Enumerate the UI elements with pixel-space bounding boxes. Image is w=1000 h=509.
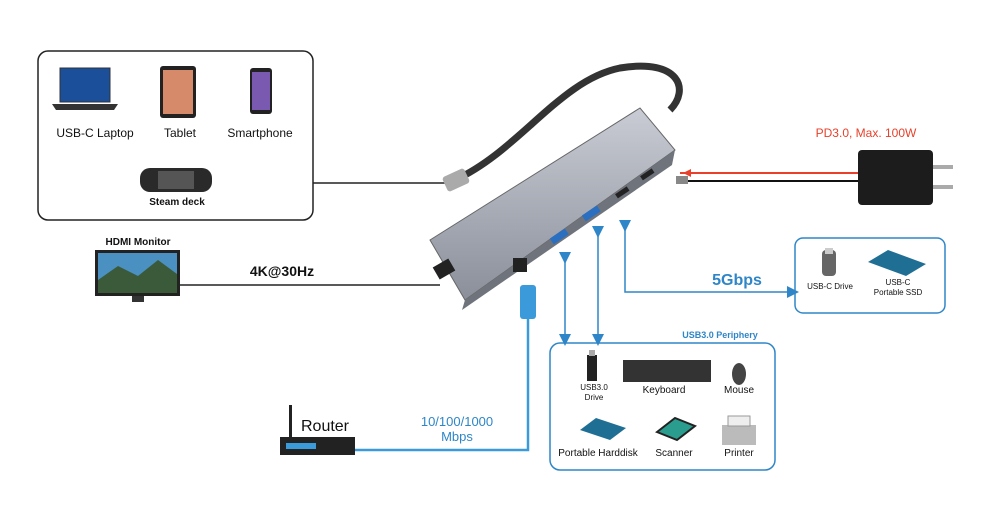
label-5gbps: 5Gbps <box>712 272 762 289</box>
usb-c-cable <box>453 62 683 184</box>
ethernet-speed-line1: 10/100/1000 <box>420 414 494 429</box>
mouse-icon <box>732 363 746 385</box>
laptop-icon <box>52 67 118 110</box>
scanner-icon <box>655 416 697 442</box>
source-devices-box <box>37 50 314 221</box>
label-scanner: Scanner <box>655 448 693 459</box>
usb-c-hub <box>429 107 676 301</box>
portable-ssd-icon <box>868 250 926 276</box>
label-smartphone: Smartphone <box>227 126 293 140</box>
label-mouse: Mouse <box>723 385 755 396</box>
label-router: Router <box>300 418 350 435</box>
label-usb-c-drive: USB-C Drive <box>807 282 853 291</box>
usb3-periphery-box <box>549 342 776 471</box>
usb3-drive-icon <box>587 350 597 381</box>
ssd-line1: USB-C <box>885 278 911 287</box>
label-keyboard: Keyboard <box>642 385 686 396</box>
label-hdmi-spec: 4K@30Hz <box>249 263 315 279</box>
usb3-drive-line2: Drive <box>584 393 604 402</box>
label-tablet: Tablet <box>163 126 197 140</box>
label-steam-deck: Steam deck <box>149 197 205 208</box>
usb-c-devices-box <box>794 237 946 314</box>
usb-c-drive-icon <box>822 248 836 276</box>
tablet-icon <box>160 66 196 118</box>
hdmi-monitor-icon <box>95 250 180 302</box>
label-power: PD3.0, Max. 100W <box>815 126 917 140</box>
harddisk-icon <box>580 418 626 440</box>
smartphone-icon <box>250 68 272 114</box>
printer-icon <box>722 415 756 445</box>
steam-deck-icon <box>140 168 212 192</box>
keyboard-icon <box>623 360 711 382</box>
power-adapter-icon <box>858 150 953 205</box>
label-portable-harddisk: Portable Harddisk <box>558 448 638 459</box>
label-hdmi-monitor: HDMI Monitor <box>105 237 171 248</box>
label-usb3-periphery: USB3.0 Periphery <box>682 330 758 340</box>
ssd-line2: Portable SSD <box>873 288 923 297</box>
label-usb-c-laptop: USB-C Laptop <box>56 126 134 140</box>
ethernet-speed-line2: Mbps <box>441 429 473 444</box>
usb3-drive-line1: USB3.0 <box>580 383 608 392</box>
ethernet-cable <box>520 285 536 319</box>
router-icon <box>280 405 355 455</box>
label-printer: Printer <box>724 448 754 459</box>
